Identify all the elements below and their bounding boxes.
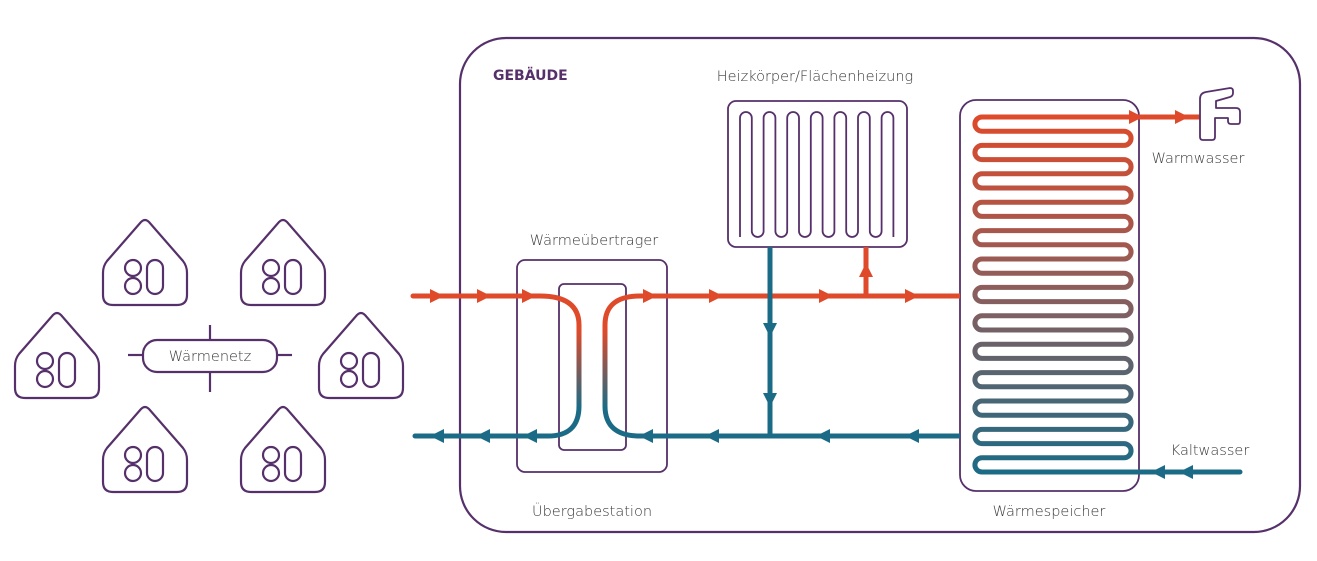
radiator-label: Heizkörper/Flächenheizung [717, 69, 914, 85]
flow-arrow [639, 429, 653, 443]
transfer-station-label: Übergabestation [532, 503, 652, 520]
building-label: GEBÄUDE [493, 67, 568, 84]
house-icon [13, 311, 101, 400]
flow-arrow [859, 263, 873, 277]
flow-arrow [905, 429, 919, 443]
transfer-station-box [516, 259, 668, 473]
exchanger-secondary-path [602, 293, 641, 439]
cold-water-label: Kaltwasser [1171, 443, 1250, 459]
flow-arrow [1179, 465, 1193, 479]
flow-arrow [476, 429, 490, 443]
supply-line [410, 247, 960, 439]
heat-exchanger-box [558, 283, 627, 451]
return-line [412, 247, 960, 439]
storage-coil [972, 114, 1139, 475]
flow-arrow [905, 289, 919, 303]
building-boundary [458, 36, 1302, 534]
flow-arrow [1151, 465, 1165, 479]
radiator-box [727, 100, 908, 248]
flow-arrow [1129, 110, 1143, 124]
flow-arrow [430, 429, 444, 443]
flow-arrow [819, 289, 833, 303]
flow-arrow [709, 289, 723, 303]
flow-arrow [705, 429, 719, 443]
faucet-icon [1199, 87, 1241, 141]
heat-network-houses [13, 218, 405, 494]
flow-arrows [430, 110, 1193, 479]
hot-water-label: Warmwasser [1152, 151, 1245, 167]
house-icon [239, 405, 327, 494]
flow-arrow [1175, 110, 1189, 124]
house-icon [317, 311, 405, 400]
radiator-coil [739, 111, 895, 238]
flow-arrow [816, 429, 830, 443]
flow-arrow [522, 289, 536, 303]
heat-network-node: Wärmenetz [128, 325, 292, 392]
flow-arrow [430, 289, 444, 303]
network-pill [141, 338, 279, 374]
flow-arrow [763, 323, 777, 337]
storage-label: Wärmespeicher [993, 504, 1106, 520]
flow-arrow [763, 393, 777, 407]
network-label: Wärmenetz [169, 349, 251, 365]
flow-arrow [643, 289, 657, 303]
house-icon [101, 218, 189, 307]
heat-exchanger-label: Wärmeübertrager [530, 233, 658, 249]
house-icon [239, 218, 327, 307]
house-icon [101, 405, 189, 494]
exchanger-primary-path [539, 293, 582, 439]
flow-arrow [523, 429, 537, 443]
flow-arrow [477, 289, 491, 303]
